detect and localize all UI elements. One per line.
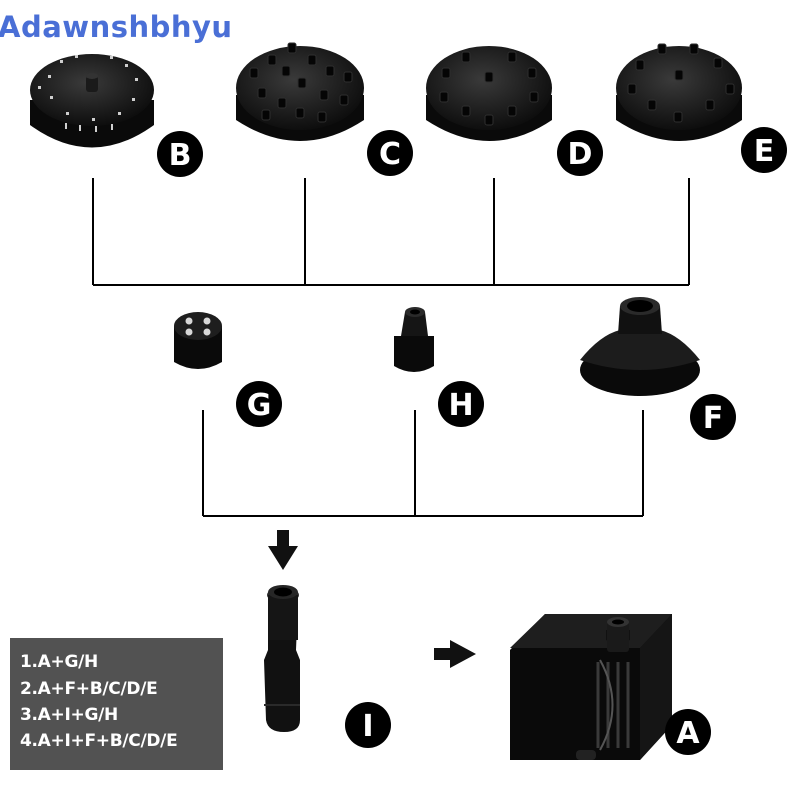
down-arrow-icon [268,530,298,570]
extension-tube-i [264,585,300,732]
legend-line-3: 3.A+I+G/H [20,705,118,725]
badge-i: I [345,702,391,748]
nozzle-g [174,312,222,369]
nozzle-c [236,42,364,141]
watermark-text: Adawnshbhyu [0,10,233,44]
badge-c: C [367,130,413,176]
badge-g: G [236,381,282,427]
badge-f-label: F [703,401,724,436]
badge-h-label: H [448,388,473,423]
badge-e: E [741,127,787,173]
badge-e-label: E [754,134,775,169]
pump-a [510,614,672,760]
badge-a-label: A [676,716,700,751]
badge-h: H [438,381,484,427]
badge-g-label: G [247,388,272,423]
right-arrow-icon [434,640,476,668]
base-f [580,297,700,396]
combination-legend: 1.A+G/H 2.A+F+B/C/D/E 3.A+I+G/H 4.A+I+F+… [10,638,223,770]
badge-d: D [557,130,603,176]
connector-top [92,178,690,286]
connector-middle [202,410,644,517]
nozzle-e [616,43,742,141]
badge-a: A [665,709,711,755]
badge-b-label: B [169,138,192,173]
badge-i-label: I [362,709,373,744]
legend-line-4: 4.A+I+F+B/C/D/E [20,731,178,751]
badge-f: F [690,394,736,440]
legend-line-1: 1.A+G/H [20,652,98,672]
nozzle-d [426,46,552,141]
nozzle-b [30,54,154,148]
badge-c-label: C [379,137,401,172]
nozzle-h [394,307,434,372]
badge-d-label: D [568,137,593,172]
badge-b: B [157,131,203,177]
legend-line-2: 2.A+F+B/C/D/E [20,679,158,699]
